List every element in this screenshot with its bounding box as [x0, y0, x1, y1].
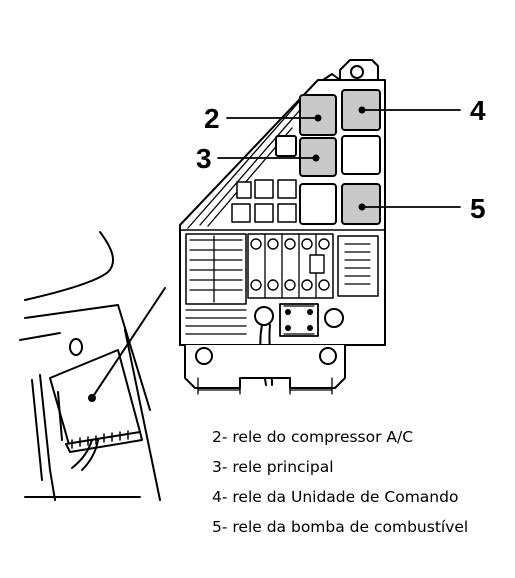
callout-2: 2 [204, 103, 220, 134]
callout-5: 5 [470, 193, 486, 224]
callout-3: 3 [196, 143, 212, 174]
callout-lines [217, 109, 461, 208]
callout-4: 4 [470, 95, 486, 126]
location-marker-dot [88, 394, 96, 402]
legend-item-5: 5- rele da bomba de combustível [212, 518, 468, 536]
relay-box [179, 59, 386, 395]
callout-dots [312, 106, 366, 211]
legend: 2- rele do compressor A/C 3- rele princi… [212, 428, 468, 536]
location-sketch [19, 231, 166, 501]
legend-item-2: 2- rele do compressor A/C [212, 428, 413, 446]
legend-item-4: 4- rele da Unidade de Comando [212, 488, 458, 506]
legend-item-3: 3- rele principal [212, 458, 334, 476]
